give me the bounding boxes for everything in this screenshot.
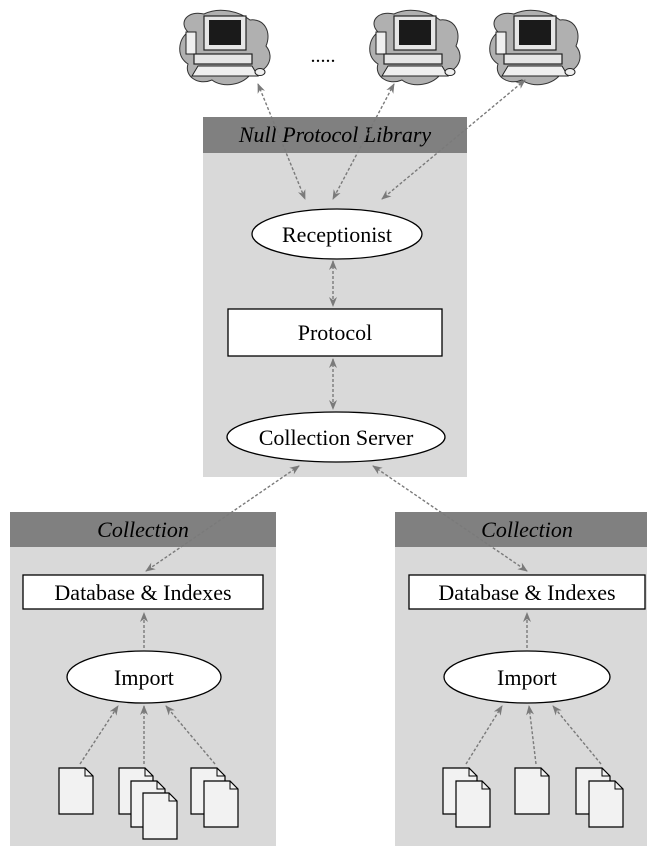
collection-server-node xyxy=(226,411,446,463)
import-node-right xyxy=(443,650,611,704)
receptionist-node xyxy=(251,208,423,260)
protocol-node xyxy=(227,308,443,357)
database-node-right xyxy=(408,574,646,610)
protocol-label: Protocol xyxy=(298,320,373,345)
clients-ellipsis: ..... xyxy=(311,45,336,67)
collection-left-title: Collection xyxy=(97,517,189,542)
client-receptionist-link xyxy=(381,79,526,200)
import-node-left xyxy=(66,650,222,704)
database-node-left xyxy=(22,574,264,610)
document-import-link xyxy=(552,705,602,765)
document-icon xyxy=(588,780,624,828)
collection-right-title: Collection xyxy=(481,517,573,542)
document-icon xyxy=(142,792,178,840)
receptionist-label: Receptionist xyxy=(282,222,392,247)
database-label-right: Database & Indexes xyxy=(438,580,615,605)
library-title: Null Protocol Library xyxy=(238,122,432,147)
server-collection-link xyxy=(145,465,300,572)
collection-server-label: Collection Server xyxy=(259,425,414,450)
client-receptionist-link xyxy=(257,83,306,200)
document-import-link xyxy=(79,705,119,765)
document-icon xyxy=(203,780,239,828)
document-import-link xyxy=(165,705,216,765)
document-icon xyxy=(455,780,491,828)
server-collection-link xyxy=(372,465,528,572)
document-icon xyxy=(514,767,550,815)
computer-icon xyxy=(489,9,581,86)
computer-icon xyxy=(369,9,461,86)
computer-icon xyxy=(179,9,271,86)
import-label-left: Import xyxy=(114,665,174,690)
document-icon xyxy=(58,767,94,815)
document-import-link xyxy=(465,705,503,765)
library-panel: Null Protocol Library Receptionist Proto… xyxy=(203,117,467,477)
import-label-right: Import xyxy=(497,665,557,690)
database-label-left: Database & Indexes xyxy=(54,580,231,605)
